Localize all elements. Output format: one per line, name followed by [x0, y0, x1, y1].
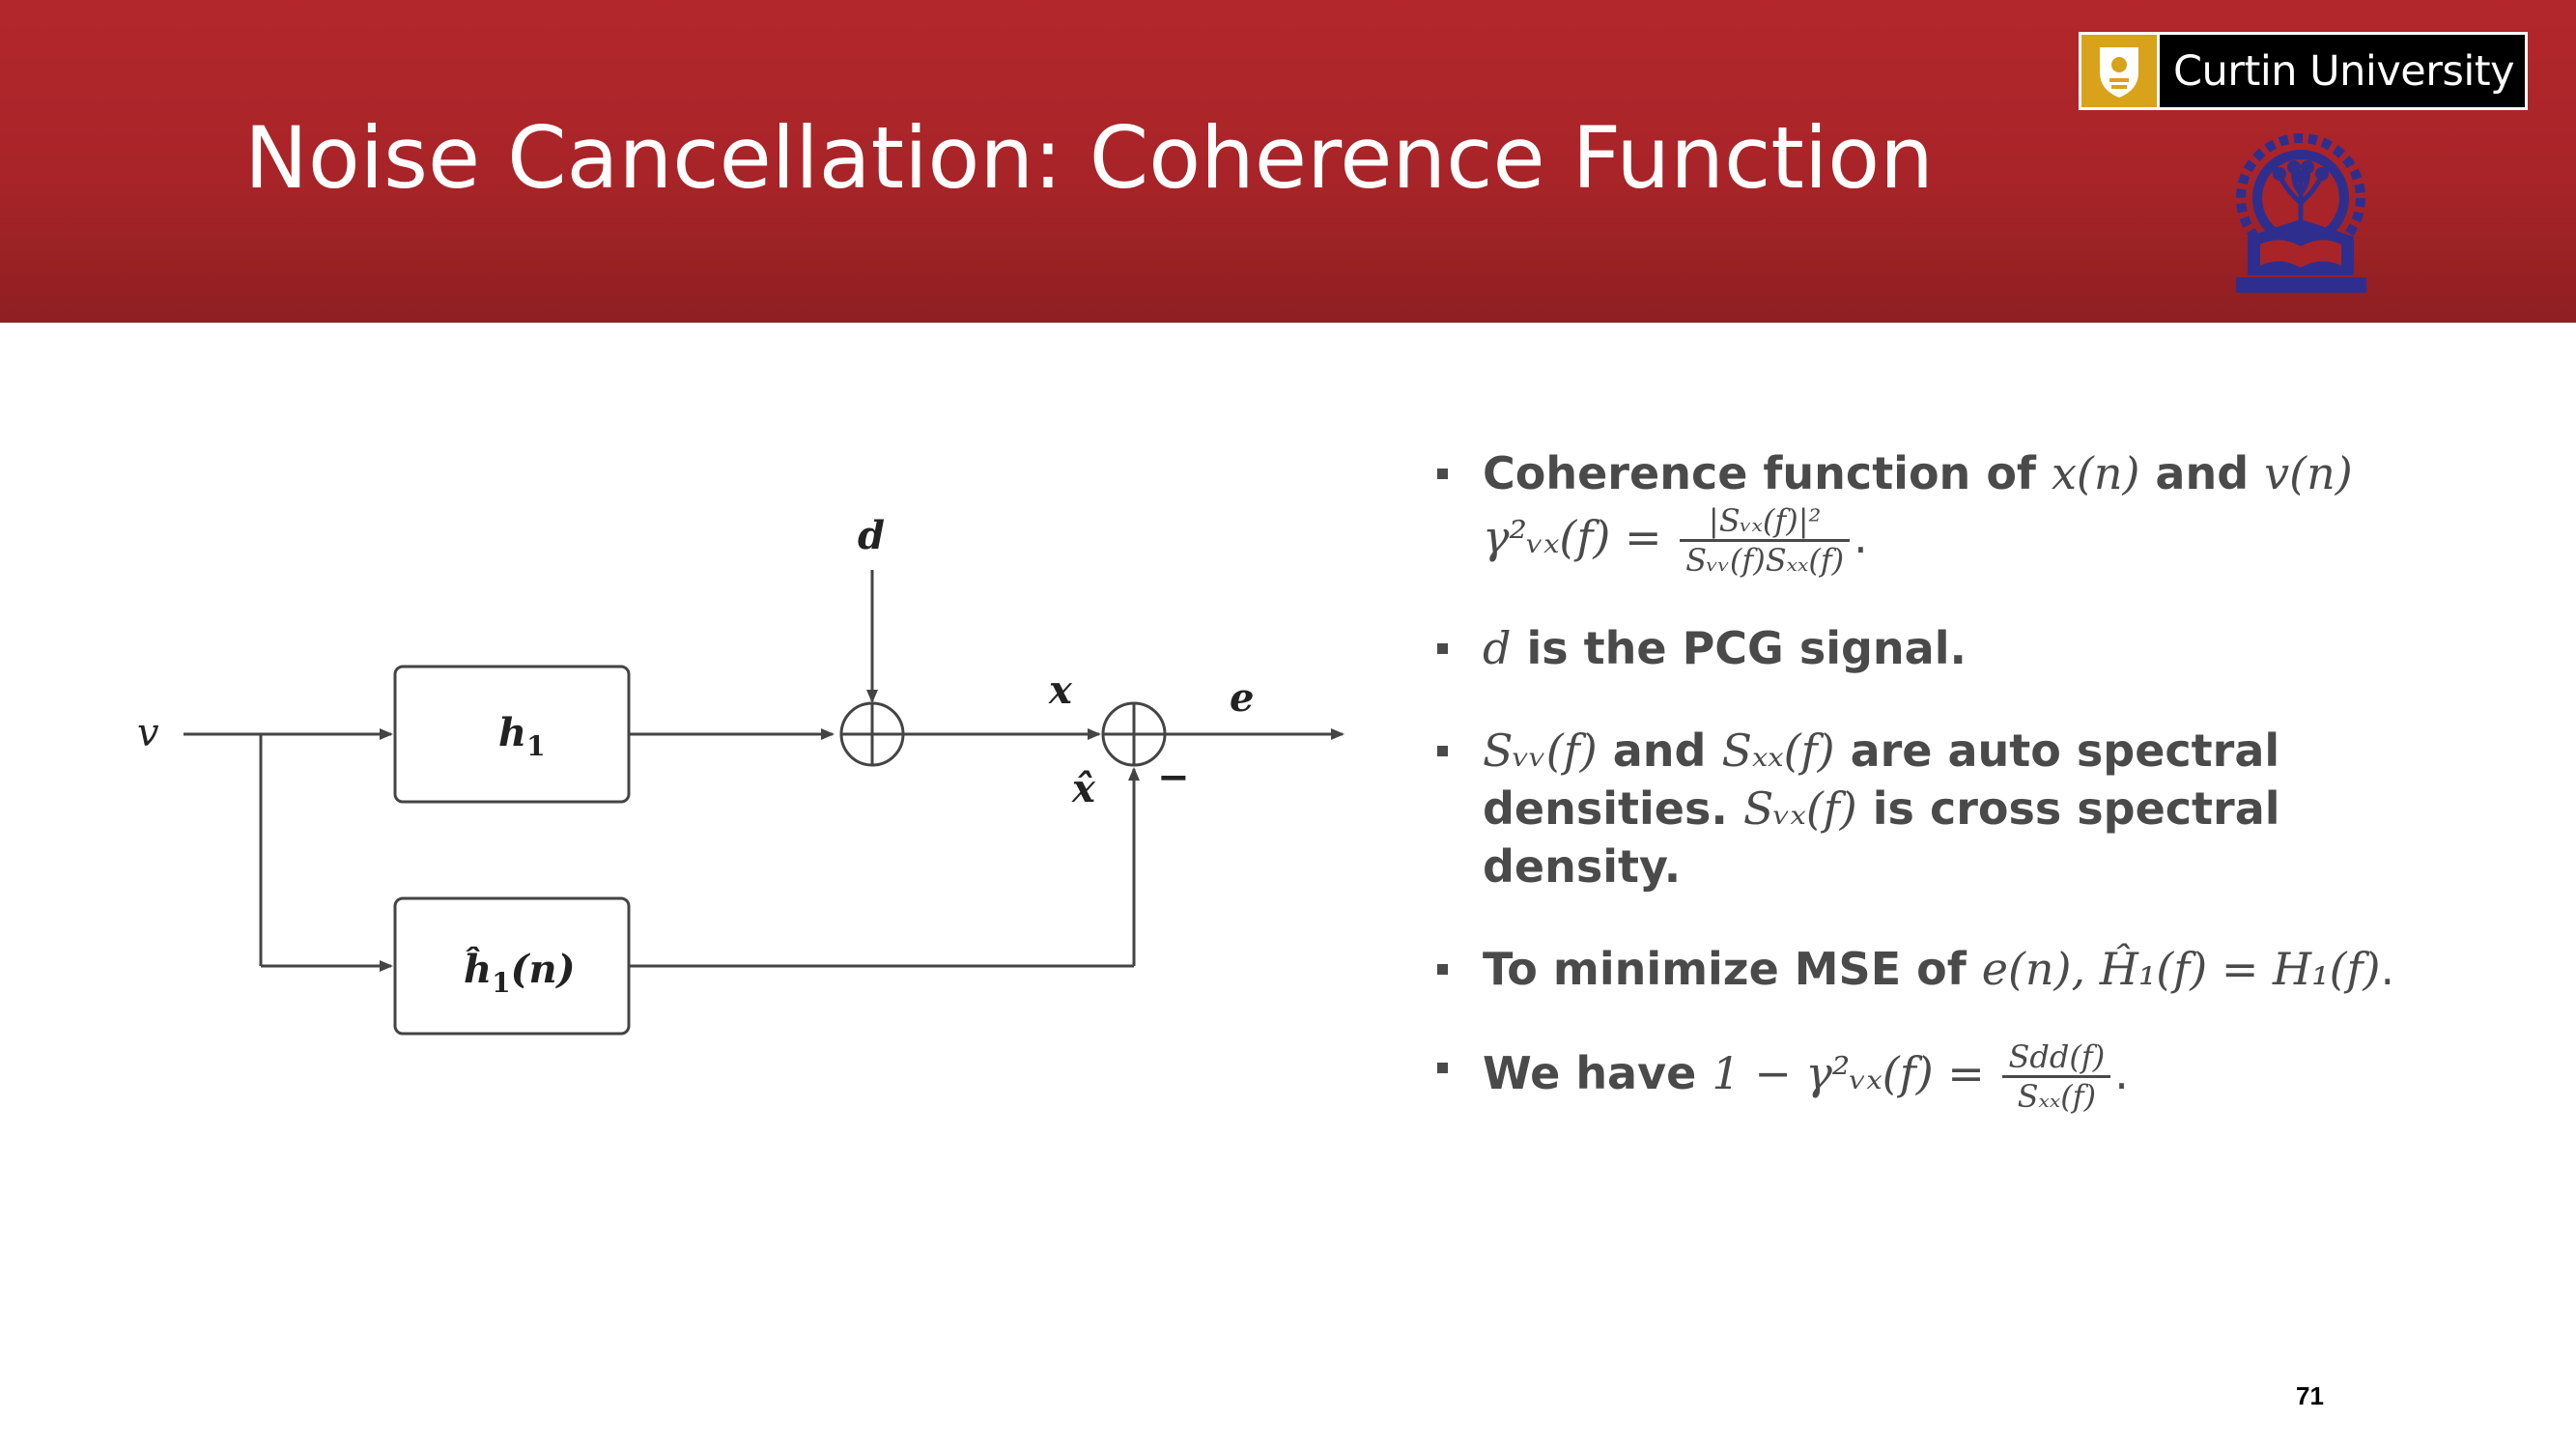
bullet-pcg: d is the PCG signal. — [1430, 619, 2492, 677]
result-fraction: Sdd(f)Sₓₓ(f) — [2002, 1038, 2111, 1115]
noise-cancellation-diagram: v h1 ĥ1(n) d x e x̂ − — [137, 513, 1345, 1036]
bullet-mse: To minimize MSE of e(n), Ĥ₁(f) = H₁(f). — [1430, 940, 2492, 998]
slide-title: Noise Cancellation: Coherence Function — [244, 108, 1934, 208]
e-label: e — [1230, 675, 1254, 721]
bullet-list: Coherence function of x(n) and v(n) γ²ᵥₓ… — [1430, 444, 2492, 1115]
minus-label: − — [1157, 755, 1190, 800]
adaptive-filter-label: ĥ1(n) — [464, 947, 576, 999]
coherence-lhs: γ²ᵥₓ(f) = — [1483, 511, 1677, 563]
page-number: 71 — [2296, 1381, 2324, 1410]
h1-label: h1 — [498, 710, 546, 762]
header-banner: Noise Cancellation: Coherence Function C… — [0, 0, 2576, 323]
iit-emblem-icon — [2236, 133, 2366, 293]
curtin-logo: Curtin University — [2079, 32, 2528, 110]
sum-node-1 — [839, 701, 905, 767]
xhat-label: x̂ — [1071, 766, 1096, 811]
sum-node-2 — [1101, 701, 1167, 767]
d-label: d — [858, 513, 885, 558]
curtin-logo-text: Curtin University — [2173, 46, 2515, 96]
bullet-coherence: Coherence function of x(n) and v(n) γ²ᵥₓ… — [1430, 444, 2492, 579]
bullet-spectral: Sᵥᵥ(f) and Sₓₓ(f) are auto spectral dens… — [1430, 722, 2492, 895]
curtin-crest-icon — [2081, 35, 2160, 107]
input-v-label: v — [137, 711, 159, 755]
bullet-result: We have 1 − γ²ᵥₓ(f) = Sdd(f)Sₓₓ(f). — [1430, 1038, 2492, 1115]
x-label: x — [1048, 668, 1073, 713]
